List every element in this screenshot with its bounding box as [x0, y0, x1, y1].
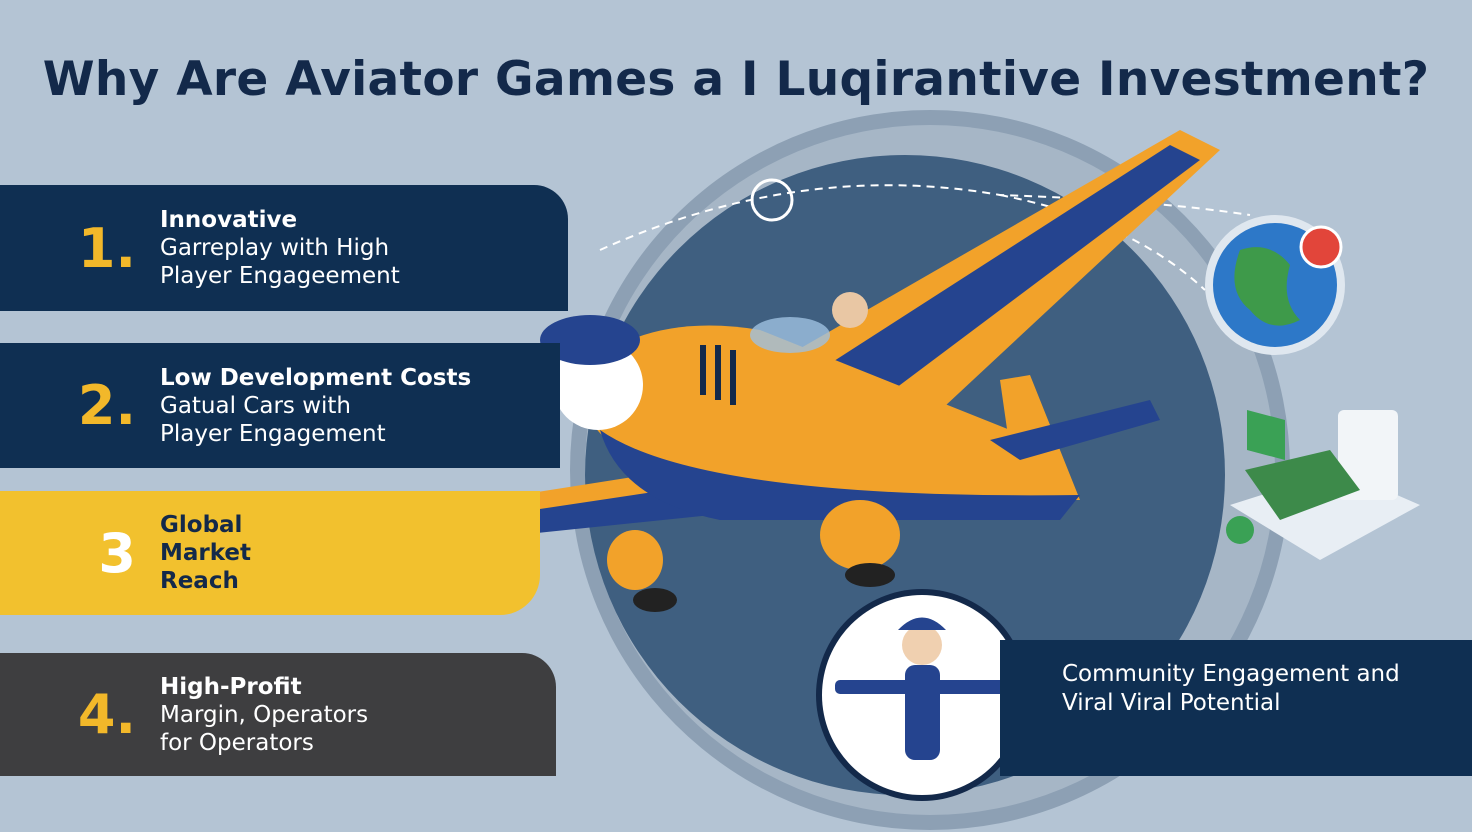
item-heading: Innovative	[160, 207, 298, 233]
page-title: Why Are Aviator Games a I Luqirantive In…	[42, 52, 1430, 107]
pilot-avatar	[816, 589, 1028, 801]
community-line: Community Engagement and	[1062, 661, 1400, 687]
item-line: Garreplay with High	[160, 235, 390, 261]
item-line: Player Engageement	[160, 263, 400, 289]
item-line: for Operators	[160, 729, 314, 756]
flight-path-2	[999, 194, 1206, 291]
item-line: Reach	[160, 568, 239, 594]
item-heading: Global	[160, 512, 243, 538]
item-line: Gatual Cars with	[160, 392, 352, 419]
item-heading: Low Development Costs	[160, 364, 472, 391]
item-number: 4.	[77, 683, 136, 746]
item-number: 2.	[77, 374, 136, 437]
globe-icon	[1205, 215, 1345, 355]
item-line: Market	[160, 540, 252, 566]
item-line: Player Engagement	[160, 420, 386, 447]
gear-icon	[750, 178, 794, 222]
item-line: Margin, Operators	[160, 701, 369, 728]
item-number: 3	[98, 521, 136, 585]
community-line: Viral Viral Potential	[1062, 690, 1281, 716]
item-heading: High-Profit	[160, 673, 302, 700]
money-device-icon	[1226, 410, 1420, 560]
flight-path	[599, 184, 1251, 251]
item-number: 1.	[77, 216, 136, 280]
